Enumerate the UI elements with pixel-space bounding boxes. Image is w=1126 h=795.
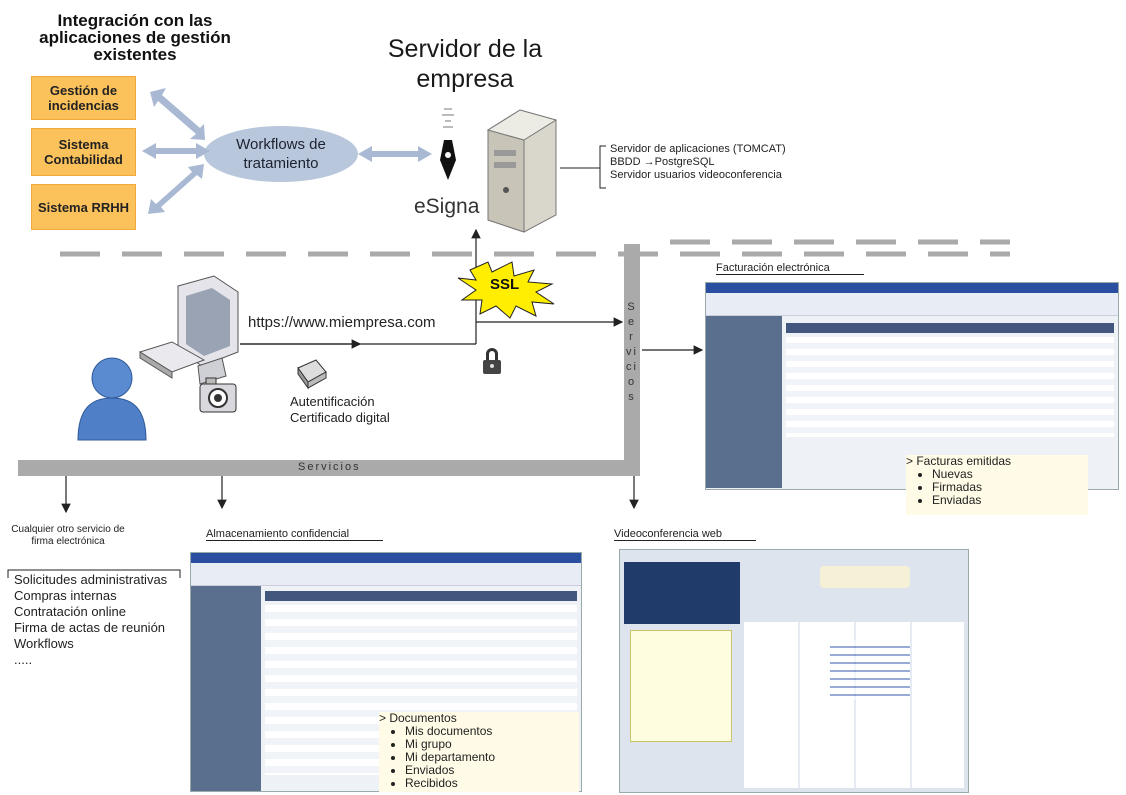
services-vertical-label: Servicios [626,301,638,403]
double-arrow-rrhh [148,164,204,214]
almacenamiento-title: Almacenamiento confidencial [206,528,384,541]
camera-icon [199,377,237,413]
certificate-token-icon [297,359,327,390]
double-arrow-server [358,146,432,162]
facturacion-list-header: > Facturas emitidas [906,454,1012,468]
other-service-item: Contratación online [14,604,127,619]
auth-label: Autentificación Certificado digital [290,394,390,426]
almacenamiento-item: Mi departamento [405,751,579,764]
other-service-item: Compras internas [14,588,117,603]
workflows-ellipse: Workflows de tratamiento [204,126,358,182]
services-horizontal-label: Servicios [298,461,361,473]
integration-title: Integración con las aplicaciones de gest… [39,11,231,64]
ssl-badge-icon [457,261,555,319]
server-tower-icon [486,109,558,233]
other-service-item: Solicitudes administrativas [14,572,168,587]
almacenamiento-item: Enviados [405,764,579,777]
video-screenshot [619,549,969,793]
padlock-icon [483,348,501,374]
user-icon [77,357,147,441]
other-services-list: Solicitudes administrativas Compras inte… [14,572,167,668]
server-detail-line: Servidor de aplicaciones (TOMCAT) [610,143,786,155]
url-label: https://www.miempresa.com [248,314,436,331]
facturacion-item: Nuevas [932,468,1088,481]
server-title: Servidor de la empresa [387,35,543,93]
double-arrow-incidencias [150,88,205,140]
workflows-label: Workflows de tratamiento [236,136,326,172]
other-service-item: Workflows [14,636,74,651]
almacenamiento-item: Recibidos [405,777,579,790]
system-box-incidencias: Gestión de incidencias [31,76,136,120]
facturacion-item: Firmadas [932,481,1088,494]
services-bar-vertical [624,244,640,466]
auth-line: Certificado digital [290,410,390,425]
system-box-contabilidad: Sistema Contabilidad [31,128,136,176]
services-bar-horizontal [18,460,640,476]
almacenamiento-screenshot [190,552,582,792]
system-label: Gestión de incidencias [48,83,119,113]
almacenamiento-list-header: > Documentos [379,711,457,725]
other-service-item: Firma de actas de reunión [14,620,166,635]
esigna-label: eSigna [414,195,480,218]
ssl-label: SSL [490,276,520,293]
server-detail-line: Servidor usuarios videoconferencia [610,169,782,181]
almacenamiento-item: Mis documentos [405,725,579,738]
server-details: Servidor de aplicaciones (TOMCAT) BBDD →… [610,143,786,182]
almacenamiento-item: Mi grupo [405,738,579,751]
video-title: Videoconferencia web [614,528,757,541]
auth-line: Autentificación [290,394,375,409]
almacenamiento-list: > Documentos Mis documentos Mi grupo Mi … [379,712,579,792]
system-label: Sistema Contabilidad [44,137,123,167]
server-detail-line: BBDD →PostgreSQL [610,156,715,168]
other-service-item: ..... [14,652,33,667]
facturacion-item: Enviadas [932,494,1088,507]
keyboard-icon [138,341,206,379]
other-services-title: Cualquier otro servicio de firma electró… [11,524,125,547]
facturacion-list: > Facturas emitidas Nuevas Firmadas Envi… [906,455,1088,515]
double-arrow-contabilidad [142,143,210,159]
facturacion-title: Facturación electrónica [716,262,864,275]
system-label: Sistema RRHH [37,199,130,215]
system-box-rrhh: Sistema RRHH [31,184,136,230]
computer-monitor-icon [177,275,239,385]
pen-nib-icon [440,108,456,180]
